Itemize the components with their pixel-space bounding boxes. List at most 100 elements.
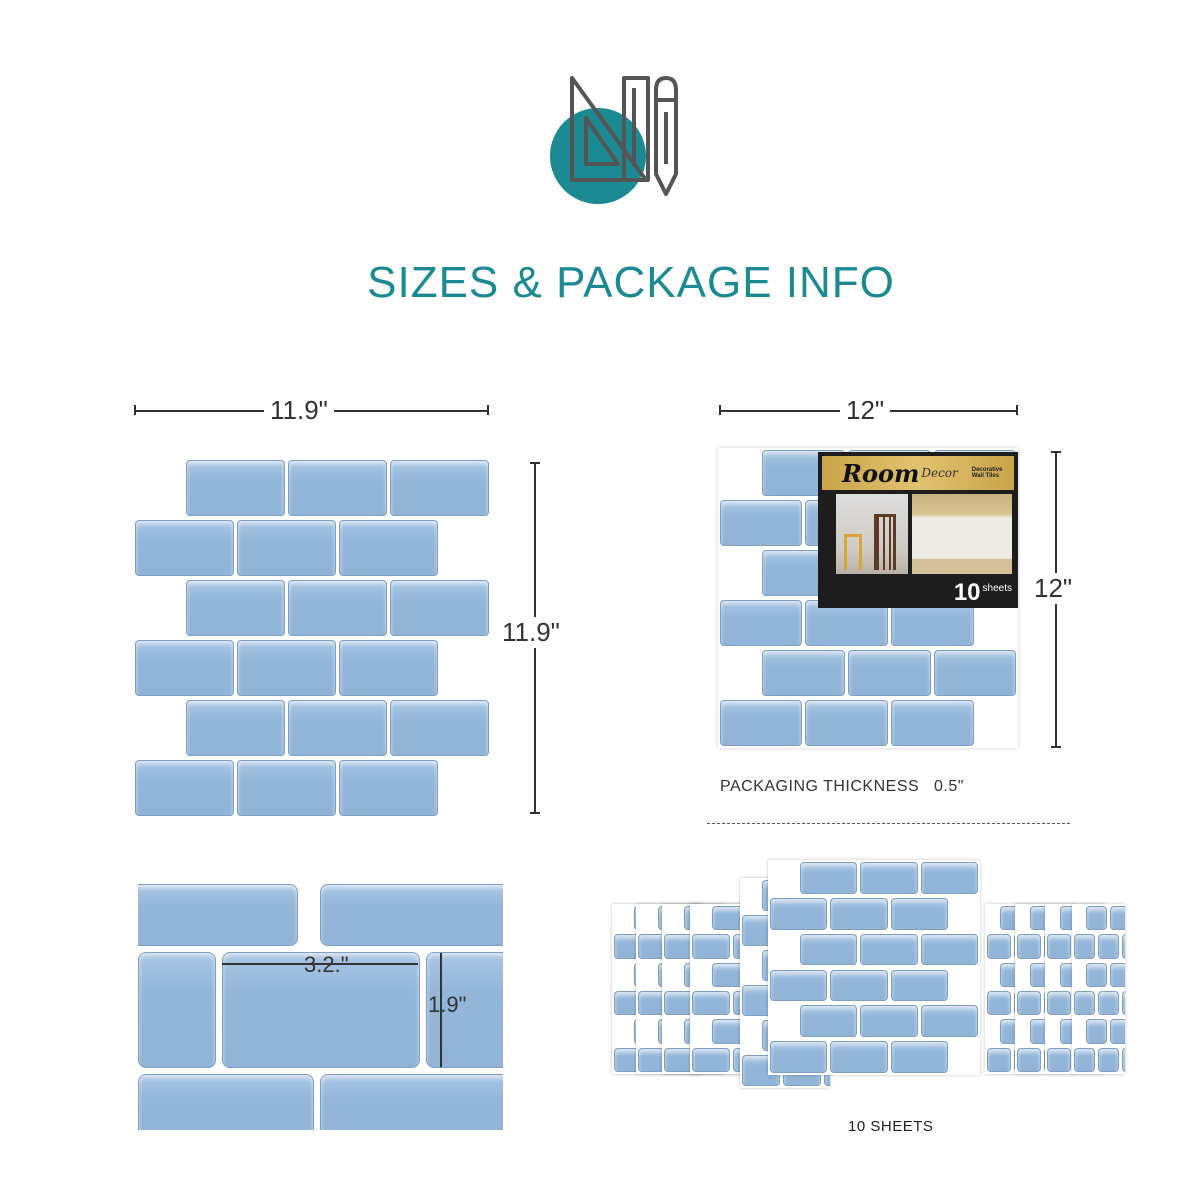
tile bbox=[805, 700, 888, 746]
tile bbox=[1085, 906, 1107, 931]
tile bbox=[1016, 934, 1041, 959]
tile-height-label: 1.9" bbox=[428, 992, 467, 1017]
tile bbox=[1109, 906, 1125, 931]
tile bbox=[920, 862, 979, 894]
product-photo-kitchen bbox=[912, 494, 1012, 574]
tile bbox=[389, 460, 489, 516]
package-width-label: 12" bbox=[840, 395, 891, 426]
tile bbox=[890, 700, 974, 746]
tile bbox=[287, 580, 387, 636]
sheets-caption: 10 SHEETS bbox=[848, 1118, 934, 1135]
tile bbox=[185, 460, 285, 516]
tile bbox=[860, 1005, 918, 1038]
tile-width-line bbox=[222, 963, 418, 965]
tile-sheet bbox=[1072, 904, 1125, 1074]
tile bbox=[691, 1047, 730, 1072]
packaging-thickness: PACKAGING THICKNESS 0.5" bbox=[720, 778, 964, 795]
page-title: SIZES & PACKAGE INFO bbox=[367, 258, 895, 307]
tile bbox=[134, 640, 234, 696]
tile bbox=[799, 862, 858, 894]
tile bbox=[1121, 1047, 1125, 1072]
tile bbox=[719, 600, 803, 646]
tile bbox=[185, 580, 285, 636]
tile bbox=[426, 952, 503, 1068]
tile bbox=[1085, 962, 1107, 987]
tile bbox=[1046, 934, 1071, 959]
tile bbox=[1016, 991, 1041, 1016]
tile bbox=[1016, 1047, 1041, 1072]
tile bbox=[920, 933, 979, 966]
tile bbox=[762, 650, 846, 696]
tile bbox=[1097, 934, 1119, 959]
tile bbox=[1046, 991, 1071, 1016]
tile bbox=[1097, 1047, 1119, 1072]
tile bbox=[830, 969, 888, 1002]
tile bbox=[1097, 991, 1119, 1016]
sheet-width-label: 11.9" bbox=[264, 395, 334, 426]
tile bbox=[986, 991, 1011, 1016]
tile bbox=[848, 650, 931, 696]
tile bbox=[890, 897, 949, 930]
tile bbox=[1073, 934, 1095, 959]
tile bbox=[236, 640, 336, 696]
tile bbox=[134, 520, 234, 576]
tile bbox=[890, 969, 949, 1002]
brand-logo: Room bbox=[842, 458, 920, 488]
tile bbox=[986, 1047, 1011, 1072]
tile bbox=[1046, 1047, 1071, 1072]
tile bbox=[933, 650, 1017, 696]
tile bbox=[799, 933, 858, 966]
tile bbox=[920, 1005, 979, 1038]
tile-height-line bbox=[440, 953, 442, 1067]
sheet-count-badge: 10 sheets bbox=[953, 579, 1012, 606]
tile bbox=[1109, 1019, 1125, 1044]
tile bbox=[338, 640, 438, 696]
tile bbox=[769, 897, 828, 930]
package-label: Room Decor Decorative Wall Tiles 10 shee… bbox=[818, 452, 1018, 608]
tile bbox=[287, 460, 387, 516]
tile bbox=[830, 1041, 888, 1073]
tile bbox=[860, 862, 918, 894]
divider bbox=[707, 823, 1070, 824]
tile bbox=[185, 700, 285, 756]
tile bbox=[1109, 962, 1125, 987]
tile bbox=[799, 1005, 858, 1038]
tile bbox=[320, 1074, 503, 1130]
tile bbox=[830, 897, 888, 930]
package-height-label: 12" bbox=[1028, 573, 1079, 604]
tile bbox=[719, 500, 803, 546]
tile bbox=[236, 760, 336, 816]
tile bbox=[338, 760, 438, 816]
tile bbox=[691, 934, 730, 959]
tile bbox=[138, 952, 216, 1068]
tile bbox=[287, 700, 387, 756]
tile bbox=[222, 952, 420, 1068]
tile bbox=[986, 934, 1011, 959]
tile bbox=[236, 520, 336, 576]
tile bbox=[134, 760, 234, 816]
tile bbox=[389, 580, 489, 636]
tile bbox=[860, 933, 918, 966]
tile bbox=[1085, 1019, 1107, 1044]
tile bbox=[138, 1074, 314, 1130]
tile bbox=[890, 1041, 949, 1073]
tile-sheet bbox=[133, 458, 490, 818]
tile-detail-closeup bbox=[138, 884, 503, 1130]
tile bbox=[719, 700, 803, 746]
drafting-tools-icon bbox=[550, 74, 680, 209]
tile bbox=[769, 1041, 828, 1073]
tile bbox=[1073, 1047, 1095, 1072]
tile bbox=[769, 969, 828, 1002]
tile bbox=[389, 700, 489, 756]
tile-width-label: 3.2." bbox=[304, 952, 349, 977]
tile bbox=[320, 884, 503, 946]
front-tile-sheet bbox=[768, 860, 980, 1075]
tile bbox=[338, 520, 438, 576]
tile bbox=[1121, 991, 1125, 1016]
product-photo-chair bbox=[836, 494, 908, 574]
sheet-height-label: 11.9" bbox=[496, 617, 566, 648]
tile bbox=[691, 991, 730, 1016]
tile bbox=[1121, 934, 1125, 959]
tile bbox=[1073, 991, 1095, 1016]
